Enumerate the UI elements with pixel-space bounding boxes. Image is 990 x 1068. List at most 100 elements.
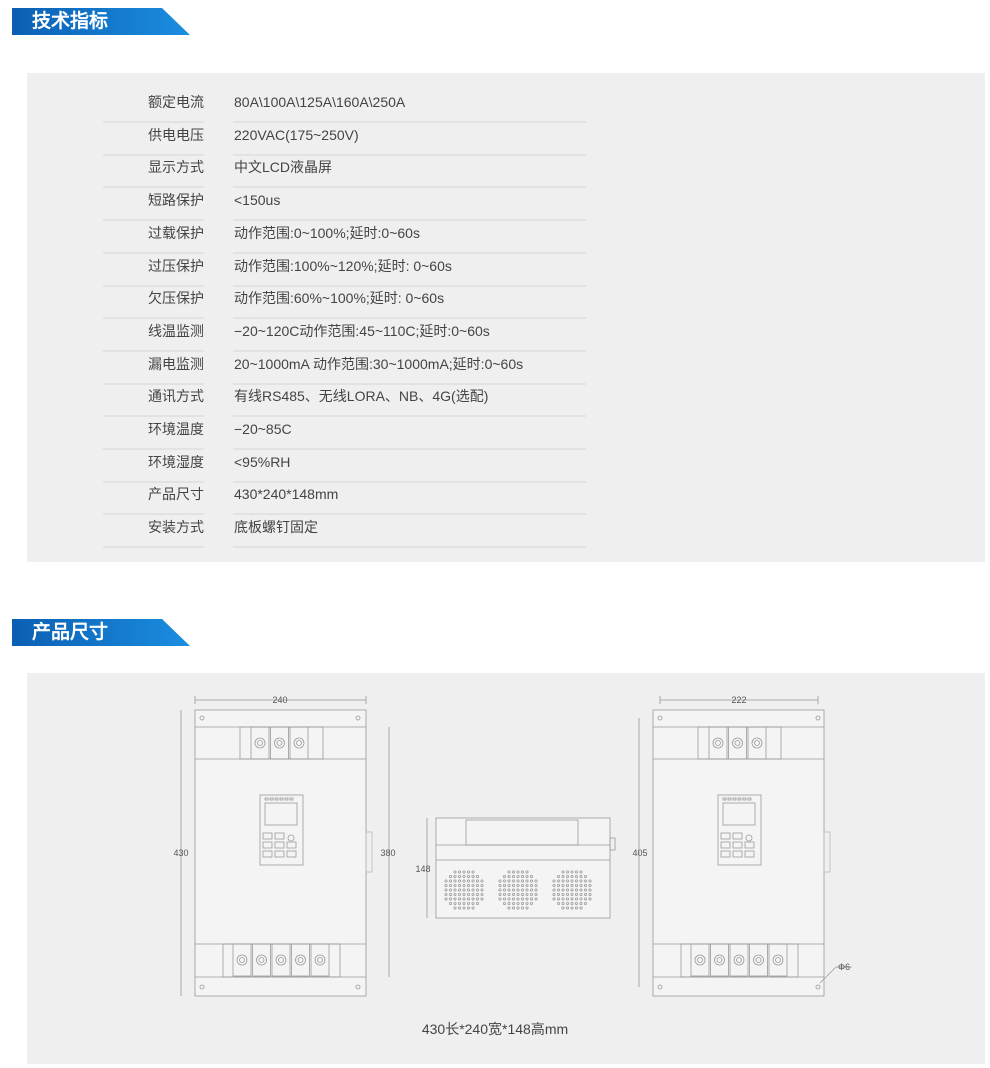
spec-label: 线温监测 [103,320,204,352]
vent-hole [516,870,520,874]
vent-hole [525,897,529,901]
spec-value: 20~1000mA 动作范围:30~1000mA;延时:0~60s [233,353,586,385]
vent-hole [530,902,534,906]
vent-hole [444,879,448,883]
vent-hole [566,906,570,910]
vent-hole [466,893,470,897]
spec-value: −20~120C动作范围:45~110C;延时:0~60s [233,320,586,352]
vent-hole [498,879,502,883]
vent-hole [521,893,525,897]
vent-hole [588,893,592,897]
vent-hole [462,875,466,879]
terminal [270,726,289,760]
vent-hole [530,897,534,901]
vent-hole [453,906,457,910]
keypad-button [274,841,285,849]
vent-hole [566,897,570,901]
keypad-button [732,841,743,849]
vent-hole [570,902,574,906]
vent-hole [448,875,452,879]
vent-hole [516,875,520,879]
terminal [708,726,728,760]
vent-hole [588,897,592,901]
vent-hole [561,875,565,879]
spec-value: 底板螺钉固定 [233,516,586,549]
vent-hole [512,897,516,901]
vent-hole [534,893,538,897]
vent-hole [502,888,506,892]
vent-hole [530,888,534,892]
terminal [252,943,271,977]
vent-hole [561,902,565,906]
spec-value: 430*240*148mm [233,483,586,516]
vent-hole [579,884,583,888]
vent-hole [512,888,516,892]
vent-hole [566,888,570,892]
terminal [728,726,747,760]
vent-hole [516,897,520,901]
terminal [747,726,767,760]
vent-hole [516,884,520,888]
spec-row: 显示方式中文LCD液晶屏 [103,156,586,189]
vent-hole [575,888,579,892]
vent-hole [448,888,452,892]
vent-hole [575,870,579,874]
spec-value: −20~85C [233,418,586,450]
terminal [289,726,309,760]
vent-hole [457,906,461,910]
vent-hole [480,897,484,901]
inner-height-label: 380 [380,848,395,858]
back-view [638,696,852,997]
vent-hole [507,906,511,910]
vent-hole [575,902,579,906]
vent-hole [466,879,470,883]
spec-row: 环境温度−20~85C [103,418,586,451]
vent-hole [507,902,511,906]
vent-hole [448,902,452,906]
front-height-label: 430 [173,848,188,858]
vent-hole [579,902,583,906]
vent-hole [462,893,466,897]
vent-hole [480,879,484,883]
vent-hole [530,879,534,883]
spec-row: 短路保护<150us [103,189,586,222]
terminal [232,943,252,977]
vent-hole [579,893,583,897]
vent-hole [588,888,592,892]
spec-label: 通讯方式 [103,385,204,418]
vent-hole [570,893,574,897]
vent-hole [516,902,520,906]
vent-hole [444,893,448,897]
vent-hole [525,906,529,910]
vent-hole [561,893,565,897]
vent-hole [570,897,574,901]
vent-hole [498,888,502,892]
vent-hole [579,879,583,883]
vent-hole [588,884,592,888]
spec-row: 安装方式底板螺钉固定 [103,516,586,549]
spec-label: 供电电压 [103,124,204,156]
vent-hole [475,884,479,888]
spec-label: 过载保护 [103,222,204,254]
vent-hole [534,884,538,888]
spec-value: 动作范围:60%~100%;延时: 0~60s [233,287,586,320]
vent-hole [584,884,588,888]
spec-row: 过载保护动作范围:0~100%;延时:0~60s [103,222,586,255]
vent-hole [471,884,475,888]
vent-hole [516,906,520,910]
spec-label: 产品尺寸 [103,483,204,516]
keypad-button [732,850,743,858]
vent-hole [471,888,475,892]
vent-hole [516,879,520,883]
vent-hole [462,888,466,892]
back-width-label: 222 [731,695,746,705]
vent-hole [475,902,479,906]
vent-hole [570,884,574,888]
vent-hole [579,888,583,892]
vent-hole [457,884,461,888]
vent-hole [575,897,579,901]
vent-hole [462,870,466,874]
spec-row: 产品尺寸 430*240*148mm [103,483,586,516]
